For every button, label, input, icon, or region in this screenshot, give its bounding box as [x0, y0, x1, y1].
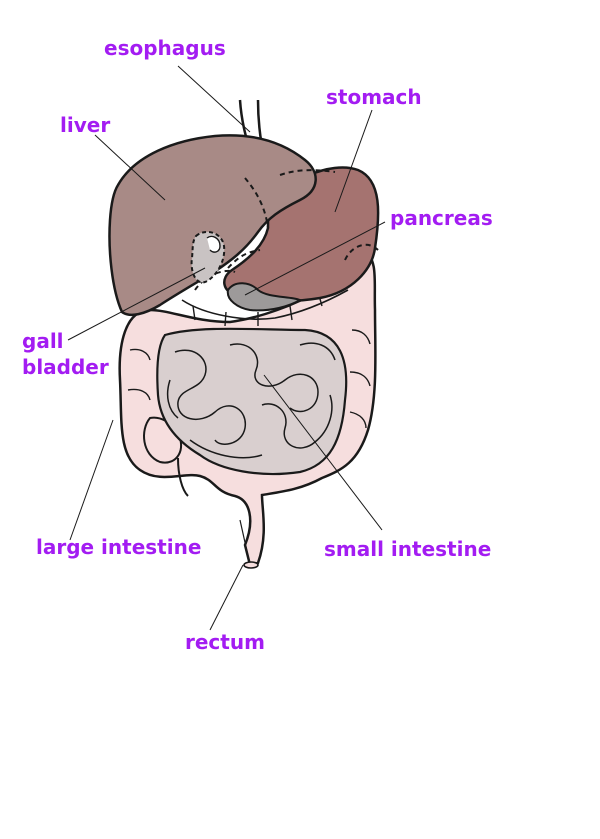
liver-shape — [108, 134, 317, 317]
small-intestine-loop-1 — [174, 349, 246, 445]
small-intestine-mass — [156, 327, 348, 476]
label-small-intestine: small intestine — [324, 537, 492, 561]
small-intestine-leader-line — [263, 374, 383, 531]
small-intestine-loop-3 — [261, 394, 333, 449]
label-pancreas: pancreas — [390, 206, 493, 230]
label-esophagus: esophagus — [104, 36, 226, 60]
label-liver: liver — [60, 113, 111, 137]
label-rectum: rectum — [185, 630, 265, 654]
small-intestine — [156, 327, 348, 476]
hidden-organ-outlines — [194, 169, 379, 291]
rectum-opening — [243, 561, 259, 569]
pancreas-leader-line — [244, 221, 386, 296]
stomach-shape — [223, 166, 380, 303]
label-gall-bladder-line2: bladder — [22, 355, 109, 379]
gall-bladder-leader-line — [67, 267, 206, 341]
pancreas-shape — [226, 282, 303, 312]
small-intestine-loop-4 — [166, 342, 336, 459]
colon-haustra — [127, 291, 371, 429]
label-gall-bladder-line1: gall — [22, 329, 64, 353]
rectum-shape — [239, 519, 251, 566]
label-stomach: stomach — [326, 85, 422, 109]
appendix-shape — [177, 457, 189, 497]
rectum-leader-line — [209, 564, 244, 631]
label-large-intestine: large intestine — [36, 535, 202, 559]
small-intestine-loop-2 — [229, 343, 319, 413]
transverse-colon-fold — [181, 289, 349, 320]
large-intestine-leader-line — [69, 419, 114, 541]
leader-lines — [67, 65, 386, 631]
liver-leader-line — [94, 134, 166, 201]
stomach-leader-line — [334, 109, 373, 213]
bile-duct-gap — [206, 235, 221, 253]
esophagus-leader-line — [177, 65, 251, 133]
